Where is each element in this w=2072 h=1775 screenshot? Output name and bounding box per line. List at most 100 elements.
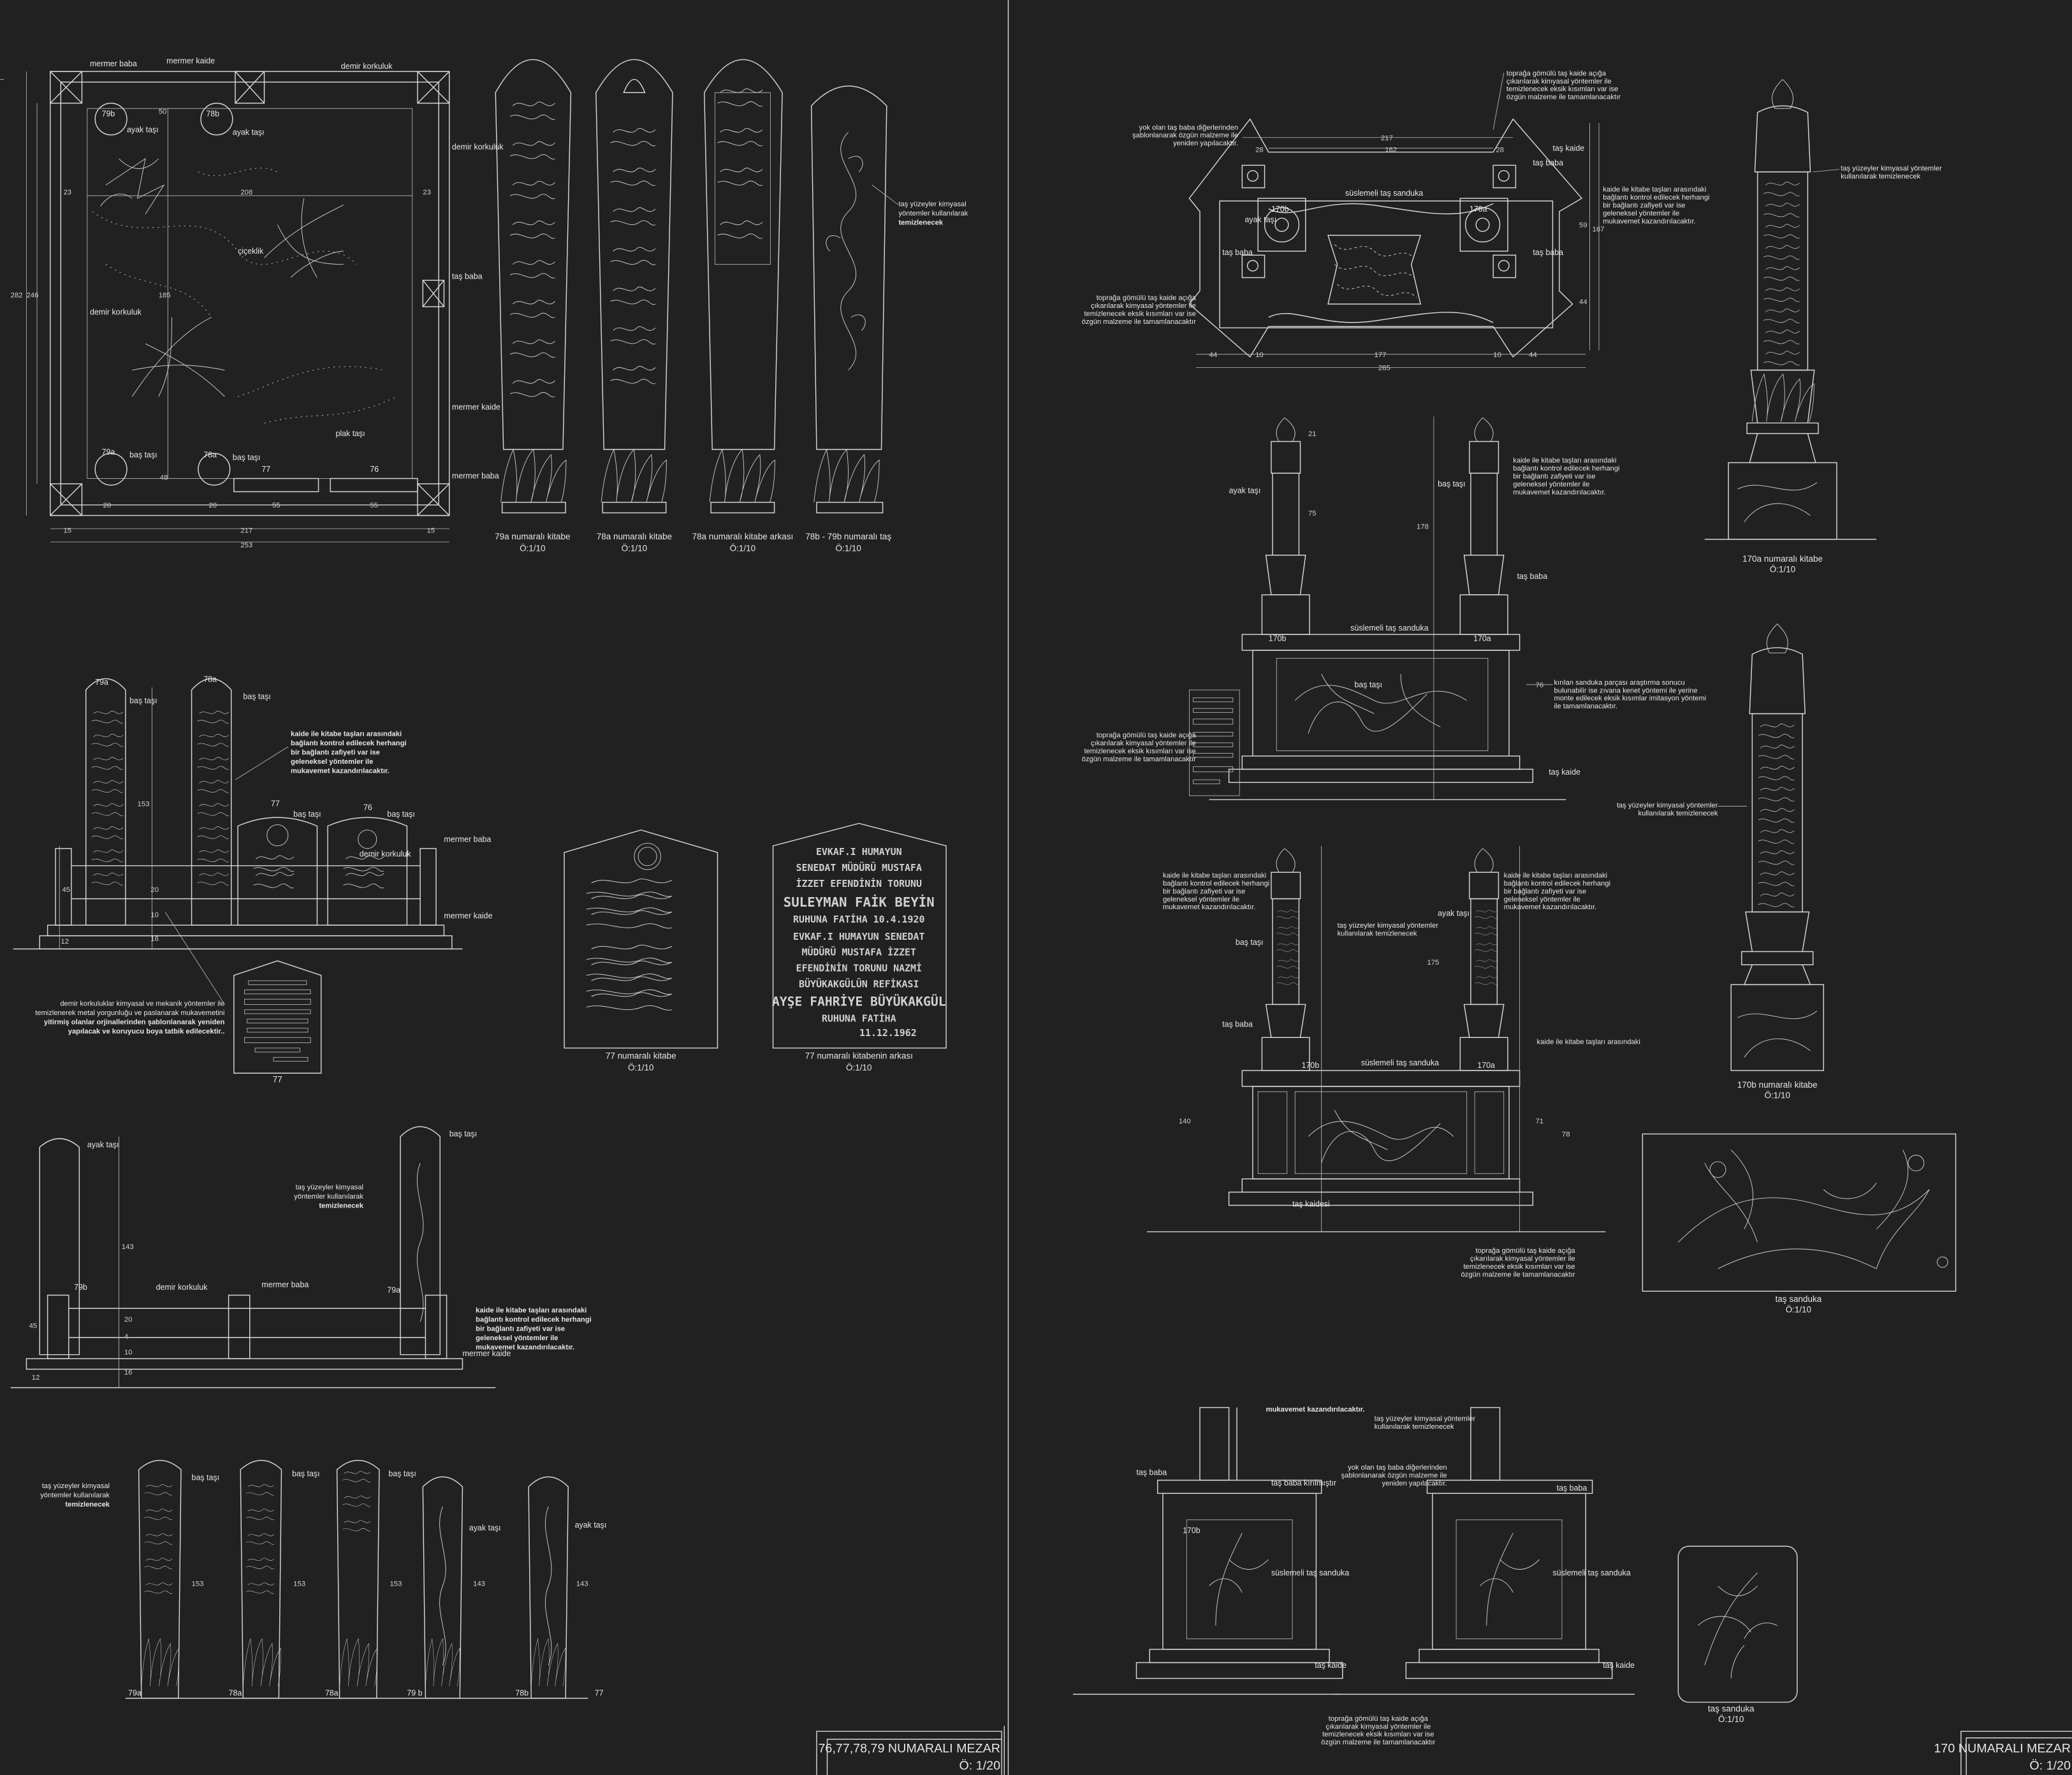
drawing-label: 162 [1385,147,1397,154]
drawing-label: taş kaide [1603,1661,1635,1670]
drawing-label: bağlantı kontrol edilecek herhangi [1504,880,1610,888]
label-79a: 79a [95,678,108,687]
drawing-label: 170a [1473,634,1491,643]
drawing-label: özgün malzeme ile tamamlanacaktır [1461,1271,1575,1278]
drawing-label: 45 [29,1322,38,1330]
drawing-label: çıkarılarak kimyasal yöntemler ile [1091,302,1196,310]
drawing-label: çıkarılarak kimyasal yöntemler ile [1325,1723,1431,1730]
drawing-label: kaide ile kitabe taşları arasındaki [1513,457,1616,465]
drawing-label: 10 [1493,351,1501,359]
drawing-label: 217 [1381,135,1393,142]
drawing-label: 143 [122,1243,134,1251]
plaque-77-back: EVKAF.I HUMAYUN SENEDAT MÜDÜRÜ MUSTAFA İ… [772,822,947,1072]
drawing-label: ayak taşı [1229,486,1261,495]
head-stone [1459,417,1508,635]
dim: 246 [26,292,38,300]
drawing-label: 143 [576,1580,588,1588]
label-head-stone: baş taşı [243,692,271,701]
dim: 55 [370,502,378,509]
dim: 20 [103,502,112,509]
drawing-label: bağlantı kontrol edilecek herhangi [1603,194,1709,201]
drawing-label: mukavemet kazandırılacaktır. [1504,903,1596,911]
drawing-label: 77 [595,1688,604,1697]
plan-label: 76 [370,465,379,474]
drawing-label: bağlantı kontrol edilecek herhangi [1163,880,1269,888]
label-iron-railing: demir korkuluk [360,849,412,858]
drawing-label: SENEDAT MÜDÜRÜ MUSTAFA [796,862,922,873]
drawing-label: 140 [1179,1118,1191,1125]
drawing-label: baş taşı [1355,680,1383,689]
drawing-label: temizlenecek [319,1202,363,1210]
drawing-label: süslemeli taş sanduka [1552,1568,1630,1577]
drawing-label: temizlenecek eksik kısımları var ise [1507,85,1618,93]
drawing-label: temizlenerek metal yorgunluğu ve paslana… [35,1009,224,1017]
drawing-label: temizlenecek [898,219,943,227]
drawing-label: taş baba [1533,158,1563,167]
drawing-label: süslemeli taş sanduka [1271,1568,1349,1577]
side-elevation-170: baş taşı ayak taşı taş baba süslemeli ta… [1147,845,1640,1278]
drawing-label: kaide ile kitabe taşları arasındaki [476,1306,587,1314]
drawing-label: ayak taşı [1244,215,1276,224]
stone-78a-back-elevation: 78a numaralı kitabe arkası Ö:1/10 [692,59,794,553]
drawing-label: toprağa gömülü taş kaide açığa [1476,1247,1576,1255]
drawing-label: temizlenecek eksik kısımları var ise [1463,1263,1575,1271]
drawing-label: 79 b [407,1688,422,1697]
drawing-label: 170b [1183,1526,1200,1535]
drawing-label: 11.12.1962 [859,1027,917,1039]
drawing-label: 167 [1593,226,1605,233]
drawing-label: taş yüzeyler kimyasal yöntemler [1338,922,1439,930]
stone-78b-79b-elevation: 78b - 79b numaralı taş Ö:1/10 [805,85,891,553]
drawing-label: 78a [325,1688,339,1697]
drawing-label: taş yüzeyler kimyasal [42,1482,110,1490]
drawing-label: özgün malzeme ile tamamlanacaktır [1082,756,1196,763]
drawing-label: RUHUNA FATİHA 10.4.1920 [793,914,924,925]
stone-caption: 78b - 79b numaralı taş [805,532,891,541]
drawing-label: 170a numaralı kitabe [1742,554,1823,564]
drawing-label: taş yüzeyler kimyasal [296,1184,363,1192]
drawing-label: 16 [150,935,159,943]
drawing-label: taş yüzeyler kimyasal yöntemler [1375,1415,1476,1422]
drawing-label: bulunabilir ise zıvana kenet yöntemi ile… [1554,687,1698,694]
drawing-label: MÜDÜRÜ MUSTAFA İZZET [802,947,917,958]
drawing-label: 170b numaralı kitabe [1737,1080,1818,1090]
flower-bed-pattern [92,157,397,423]
front-elevation-76-79: 79a 78a baş taşı baş taşı 77 76 baş taşı… [13,675,492,950]
drawing-label: 20 [124,1316,133,1324]
drawing-label: 170a [1477,1061,1495,1070]
drawing-label: 77 numaralı kitabenin arkası [805,1051,913,1060]
plan-label: 79a [102,448,115,457]
drawing-label: 285 [1378,365,1390,372]
drawing-label: taş baba kırılmıştır [1271,1479,1336,1487]
drawing-label: taş baba [1533,248,1563,257]
stone-78a-elevation: 78a numaralı kitabe Ö:1/10 [595,59,673,553]
label: 79b [74,1283,87,1292]
drawing-label: demir korkuluklar kimyasal ve mekanik yö… [60,1000,224,1008]
drawing-label: 44 [1579,298,1587,306]
drawing-label: bağlantı kontrol edilecek herhangi [476,1316,592,1324]
drawing-label: Ö:1/10 [846,1063,872,1072]
drawing-label: kullanılarak temizlenecek [1638,810,1718,817]
drawing-label: EVKAF.I HUMAYUN SENEDAT [793,931,924,942]
drawing-label: mukavemet kazandırılacaktır. [1266,1406,1365,1413]
drawing-label: 153 [390,1580,402,1588]
stele-170a: taş yüzeyler kimyasal yöntemler kullanıl… [1704,79,1942,574]
drawing-label: yöntemler kullanılarak [294,1193,363,1201]
drawing-label: temizlenecek [65,1501,110,1508]
drawing-scale: Ö: 1/20 [2029,1759,2071,1773]
drawing-label: taş baba [1222,248,1253,257]
dim: 15 [427,527,435,534]
dim: 217 [240,527,252,534]
drawing-label: çıkarılarak kimyasal yöntemler ile [1507,78,1612,85]
side-views-170: taş baba taş baba kırılmıştır süslemeli … [1073,1406,1635,1746]
stone-scale: Ö:1/10 [520,543,545,553]
drawing-label: yeniden yapılacaktır. [1382,1480,1447,1487]
drawing-label: taş kaidesi [1292,1200,1330,1209]
plan-label: demir korkuluk [90,307,142,316]
plan-label: mermer baba [90,59,137,68]
stone-caption: 78a numaralı kitabe arkası [692,532,794,541]
plaque-77-small: 77 [233,960,322,1085]
label: ayak taşı [87,1140,119,1149]
stele-170b: taş yüzeyler kimyasal yöntemler kullanıl… [1617,624,1825,1100]
label: mermer baba [261,1280,309,1289]
drawing-title: 170 NUMARALI MEZAR [1934,1742,2070,1756]
